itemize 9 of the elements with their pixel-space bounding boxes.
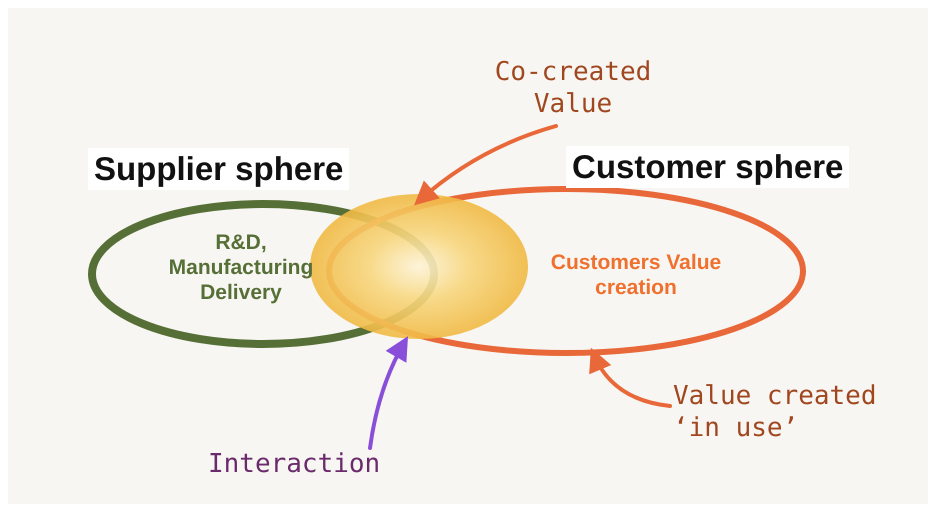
arrow [368, 336, 408, 450]
region-label: Customers Value creation [550, 250, 722, 300]
arrow [590, 348, 672, 408]
annotation-text: Co-created Value [478, 56, 668, 126]
annotation-text: Interaction [208, 448, 438, 484]
arrow [414, 124, 558, 206]
sphere-title: Supplier sphere [88, 148, 350, 190]
annotation-text: Value created ‘in use’ [673, 380, 933, 450]
sphere-title: Customer sphere [566, 146, 850, 188]
